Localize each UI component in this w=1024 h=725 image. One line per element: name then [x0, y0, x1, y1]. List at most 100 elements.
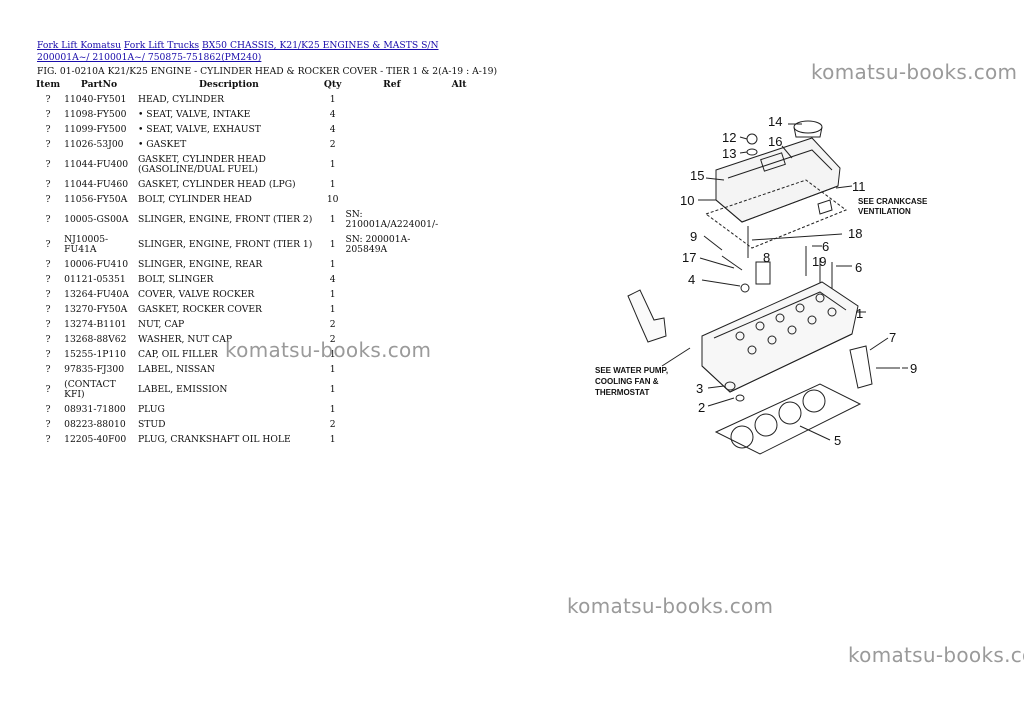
row-alt [440, 433, 478, 448]
row-description: PLUG, CRANKSHAFT OIL HOLE [137, 434, 291, 445]
row-description: GASKET, ROCKER COVER [137, 304, 262, 315]
callout-5: 5 [834, 433, 841, 448]
row-qty: 1 [329, 404, 336, 415]
figure-title: FIG. 01-0210A K21/K25 ENGINE - CYLINDER … [37, 66, 498, 77]
callout-10: 10 [680, 193, 694, 208]
row-item: ? [45, 94, 51, 105]
breadcrumb-link-fork-lift-komatsu[interactable]: Fork Lift Komatsu [37, 40, 121, 51]
row-partno: 08931-71800 [64, 404, 126, 415]
table-header-row: Item PartNo Description Qty Ref Alt [34, 78, 478, 93]
exploded-parts-diagram: 1 2 3 4 5 6 6 7 8 9 9 10 11 12 13 14 15 … [595, 114, 928, 455]
callout-19: 19 [812, 254, 826, 269]
row-alt [440, 138, 478, 153]
row-description: WASHER, NUT CAP [137, 334, 233, 345]
row-alt [440, 233, 478, 258]
column-header-partno: PartNo [80, 79, 118, 90]
row-partno: 97835-FJ300 [64, 364, 125, 375]
row-item: ? [45, 139, 51, 150]
row-description: COVER, VALVE ROCKER [137, 289, 255, 300]
row-partno: 10006-FU410 [64, 259, 129, 270]
callout-16: 16 [768, 134, 782, 149]
callout-12: 12 [722, 130, 736, 145]
row-qty: 1 [329, 349, 336, 360]
row-ref [343, 433, 440, 448]
row-qty: 2 [329, 334, 336, 345]
row-alt [440, 348, 478, 363]
row-qty: 4 [329, 124, 336, 135]
watermark: komatsu-books.com [848, 643, 1024, 667]
row-item: ? [45, 334, 51, 345]
row-ref: SN: 200001A-205849A [345, 234, 411, 255]
row-item: ? [45, 289, 51, 300]
row-item: ? [45, 349, 51, 360]
callout-13: 13 [722, 146, 736, 161]
row-partno: 13268-88V62 [64, 334, 127, 345]
row-description: STUD [137, 419, 166, 430]
note-water-pump-line-3: THERMOSTAT [595, 388, 649, 397]
callout-9: 9 [690, 229, 697, 244]
row-item: ? [45, 304, 51, 315]
row-item: ? [45, 319, 51, 330]
row-qty: 1 [329, 179, 336, 190]
row-item: ? [45, 124, 51, 135]
row-ref [343, 193, 440, 208]
callout-14: 14 [768, 114, 782, 129]
row-ref [343, 418, 440, 433]
row-description: SLINGER, ENGINE, FRONT (TIER 1) [137, 239, 313, 250]
row-qty: 1 [329, 259, 336, 270]
table-row: ? 13268-88V62 WASHER, NUT CAP 2 [34, 333, 478, 348]
row-partno: 11056-FY50A [64, 194, 128, 205]
row-ref [343, 138, 440, 153]
row-qty: 1 [329, 239, 336, 250]
row-partno: 10005-GS00A [64, 214, 129, 225]
row-item: ? [45, 239, 51, 250]
row-alt [440, 378, 478, 403]
row-partno: 11099-FY500 [64, 124, 127, 135]
row-ref [343, 303, 440, 318]
row-description: SLINGER, ENGINE, FRONT (TIER 2) [137, 214, 313, 225]
row-item: ? [45, 194, 51, 205]
parts-table: Item PartNo Description Qty Ref Alt ?110… [34, 78, 478, 448]
row-item: ? [45, 179, 51, 190]
row-alt [440, 153, 478, 178]
row-partno: 11026-53J00 [64, 139, 124, 150]
row-alt [440, 93, 478, 108]
watermark: komatsu-books.com [225, 338, 432, 362]
column-header-item: Item [36, 79, 61, 90]
row-partno: 01121-05351 [64, 274, 126, 285]
row-alt [440, 108, 478, 123]
row-partno: 15255-1P110 [64, 349, 127, 360]
note-water-pump-line-1: SEE WATER PUMP, [595, 366, 668, 375]
breadcrumb-link-fork-lift-trucks[interactable]: Fork Lift Trucks [123, 40, 200, 51]
row-alt [440, 363, 478, 378]
callout-4: 4 [688, 272, 695, 287]
row-alt [440, 288, 478, 303]
row-qty: 1 [329, 304, 336, 315]
row-ref [343, 93, 440, 108]
row-description: LABEL, NISSAN [137, 364, 215, 375]
row-ref [343, 178, 440, 193]
callout-3: 3 [696, 381, 703, 396]
row-description: BOLT, CYLINDER HEAD [137, 194, 252, 205]
column-header-description: Description [198, 79, 259, 90]
callout-15: 15 [690, 168, 704, 183]
row-qty: 1 [329, 94, 336, 105]
row-qty: 1 [329, 159, 336, 170]
breadcrumb-link-model[interactable]: BX50 CHASSIS, K21/K25 ENGINES & MASTS S/… [37, 40, 439, 63]
column-header-alt: Alt [451, 79, 467, 90]
callout-11: 11 [852, 179, 866, 194]
